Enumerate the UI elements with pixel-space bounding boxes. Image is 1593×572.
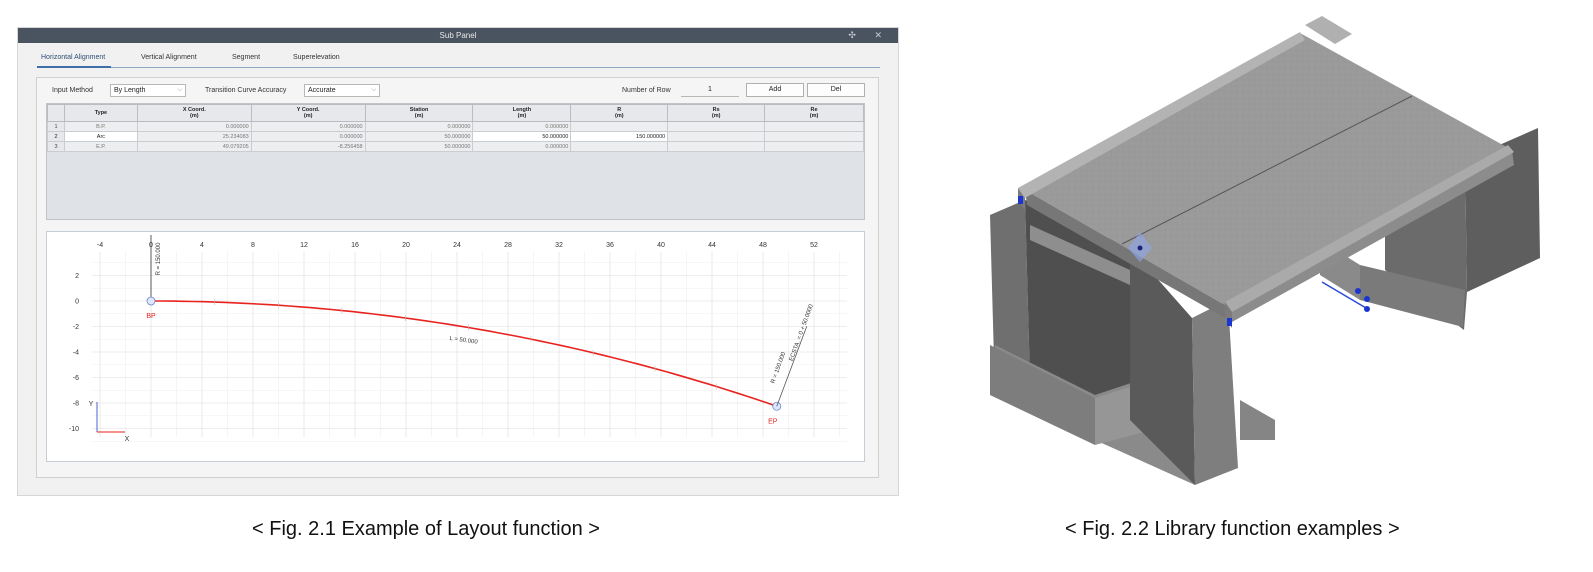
ep-station-label: ECSTA. = 0 + 50.0000 (789, 303, 815, 362)
column-header-rs[interactable]: Rs(m) (667, 104, 766, 122)
y-tick-label: -8 (73, 401, 79, 408)
accuracy-select[interactable]: Accurate⌵ (304, 84, 380, 97)
accuracy-label: Transition Curve Accuracy (205, 87, 287, 94)
column-header-type[interactable]: Type (63, 104, 138, 122)
tab-bar: Horizontal Alignment Vertical Alignment … (37, 52, 880, 68)
number-of-row-label: Number of Row (622, 87, 671, 94)
y-tick-label: 2 (75, 273, 79, 280)
arc-length-label: L = 50.000 (449, 336, 479, 346)
alignment-grid: Type X Coord.(m) Y Coord.(m) Station(m) … (47, 104, 864, 152)
y-tick-label: 0 (75, 299, 79, 306)
table-row[interactable]: 2 Arc 25.234083 0.000000 50.000000 50.00… (47, 131, 864, 142)
chevron-down-icon: ⌵ (177, 87, 182, 93)
alignment-plot-svg: -4048121620242832364044485220-2-4-6-8-10… (69, 235, 847, 443)
x-tick-label: 20 (402, 242, 410, 249)
x-tick-label: 12 (300, 242, 308, 249)
number-of-row-input[interactable]: 1 (681, 84, 739, 97)
table-row[interactable]: 3 E.P. 49.079205 -8.256458 50.000000 0.0… (47, 141, 864, 152)
del-button[interactable]: Del (807, 83, 865, 97)
column-header-x[interactable]: X Coord.(m) (136, 104, 252, 122)
column-header-length[interactable]: Length(m) (472, 104, 572, 122)
x-tick-label: 36 (606, 242, 614, 249)
active-tab-indicator (37, 66, 111, 68)
tab-vertical-alignment[interactable]: Vertical Alignment (141, 54, 197, 61)
table-header-row: Type X Coord.(m) Y Coord.(m) Station(m) … (47, 104, 864, 122)
column-header-station[interactable]: Station(m) (364, 104, 474, 122)
tab-segment[interactable]: Segment (232, 54, 261, 61)
column-header-r[interactable]: R(m) (570, 104, 669, 122)
bridge-3d-model-image (990, 16, 1540, 485)
bp-radius-label: R = 150.000 (156, 242, 162, 276)
x-tick-label: 40 (657, 242, 665, 249)
column-header-re[interactable]: Re(m) (764, 104, 864, 122)
horizontal-alignment-content: Input Method By Length⌵ Transition Curve… (36, 77, 879, 478)
x-tick-label: 44 (708, 242, 716, 249)
ep-label: EP (768, 418, 778, 425)
x-tick-label: 16 (351, 242, 359, 249)
y-tick-label: -6 (73, 375, 79, 382)
sub-panel-window: Sub Panel ✣ ✕ Horizontal Alignment Verti… (17, 27, 899, 496)
figure-caption-layout: < Fig. 2.1 Example of Layout function > (252, 518, 600, 540)
title-bar: Sub Panel ✣ ✕ (18, 28, 898, 43)
table-row[interactable]: 1 B.P. 0.000000 0.000000 0.000000 0.0000… (47, 121, 864, 132)
x-axis-label: X (125, 436, 130, 443)
input-method-label: Input Method (52, 87, 93, 94)
x-tick-label: 52 (810, 242, 818, 249)
y-axis-label: Y (89, 401, 94, 408)
window-title: Sub Panel (439, 31, 477, 40)
x-tick-label: 24 (453, 242, 461, 249)
column-header-y[interactable]: Y Coord.(m) (250, 104, 366, 122)
x-tick-label: 32 (555, 242, 563, 249)
alignment-table: Type X Coord.(m) Y Coord.(m) Station(m) … (46, 103, 865, 220)
pin-close-icons[interactable]: ✣ ✕ (848, 30, 890, 40)
y-tick-label: -10 (69, 426, 79, 433)
chevron-down-icon: ⌵ (371, 87, 376, 93)
ep-radius-line (776, 326, 808, 407)
tab-superelevation[interactable]: Superelevation (293, 54, 340, 61)
input-method-select[interactable]: By Length⌵ (110, 84, 186, 97)
y-tick-label: -4 (73, 350, 79, 357)
x-tick-label: 4 (200, 242, 204, 249)
tab-horizontal-alignment[interactable]: Horizontal Alignment (41, 54, 106, 61)
y-tick-label: -2 (73, 324, 79, 331)
add-button[interactable]: Add (746, 83, 804, 97)
alignment-plot[interactable]: -4048121620242832364044485220-2-4-6-8-10… (46, 231, 865, 462)
bp-point-marker[interactable] (146, 296, 156, 306)
bp-label: BP (146, 313, 156, 320)
x-tick-label: 8 (251, 242, 255, 249)
x-tick-label: 28 (504, 242, 512, 249)
x-tick-label: 48 (759, 242, 767, 249)
x-tick-label: -4 (97, 242, 103, 249)
figure-caption-library: < Fig. 2.2 Library function examples > (1065, 518, 1400, 540)
ep-radius-label: R = 150.000 (770, 351, 787, 385)
row-number-header (47, 104, 65, 122)
